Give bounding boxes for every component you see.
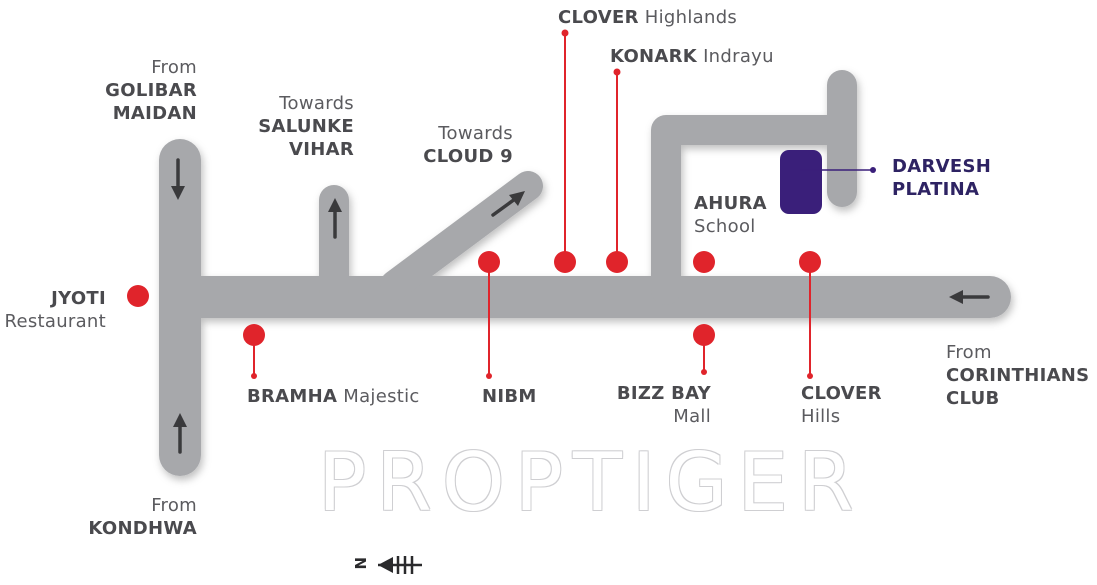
label-clover-highlands: CLOVER Highlands xyxy=(558,6,737,29)
marker-bizz-bay-end xyxy=(701,369,707,375)
clover-highlands-bold: CLOVER xyxy=(558,7,639,28)
marker-bramha xyxy=(243,324,265,346)
road-network xyxy=(159,70,1011,476)
landmark-leaders xyxy=(253,33,811,376)
clover-hills-rest: Hills xyxy=(801,406,841,427)
arrow-down-icon xyxy=(171,158,185,200)
salunke-prefix: Towards xyxy=(279,93,354,114)
arrow-up-icon xyxy=(328,198,342,239)
marker-nibm-end xyxy=(486,373,492,379)
label-kondhwa: From KONDHWA xyxy=(70,494,197,540)
bizz-bay-bold: BIZZ BAY xyxy=(616,383,711,404)
label-salunke-vihar: Towards SALUNKE VIHAR xyxy=(250,92,354,161)
label-clover-hills: CLOVER Hills xyxy=(801,382,882,428)
kondhwa-name: KONDHWA xyxy=(88,518,197,539)
golibar-prefix: From xyxy=(151,57,197,78)
cloud9-prefix: Towards xyxy=(438,123,513,144)
marker-ahura xyxy=(693,251,715,273)
arrow-up-right-icon xyxy=(491,191,525,217)
label-bizz-bay-mall: BIZZ BAY Mall xyxy=(600,382,711,428)
jyoti-rest: Restaurant xyxy=(4,311,106,332)
marker-clover-hills xyxy=(799,251,821,273)
marker-clover-highlands xyxy=(554,251,576,273)
label-darvesh-platina: DARVESH PLATINA xyxy=(892,155,991,201)
salunke-name-2: VIHAR xyxy=(289,139,354,160)
nibm-bold: NIBM xyxy=(482,386,537,407)
north-compass xyxy=(378,556,422,574)
label-konark-indrayu: KONARK Indrayu xyxy=(610,45,774,68)
label-ahura-school: AHURA School xyxy=(694,192,767,238)
landmark-markers xyxy=(127,29,821,379)
darvesh-name-2: PLATINA xyxy=(892,179,980,200)
compass-north-letter: N xyxy=(351,557,369,570)
bizz-bay-rest: Mall xyxy=(673,406,711,427)
darvesh-road xyxy=(651,115,857,305)
marker-bizz-bay xyxy=(693,324,715,346)
marker-clover-highlands-top xyxy=(561,29,569,37)
destination-darvesh-platina xyxy=(780,150,876,214)
corinthians-name-1: CORINTHIANS xyxy=(946,365,1090,386)
clover-hills-bold: CLOVER xyxy=(801,383,882,404)
label-corinthians-club: From CORINTHIANS CLUB xyxy=(946,341,1089,410)
cloud9-name: CLOUD 9 xyxy=(423,146,513,167)
kondhwa-prefix: From xyxy=(151,495,197,516)
destination-building xyxy=(780,150,822,214)
corinthians-name-2: CLUB xyxy=(946,388,1000,409)
label-bramha-majestic: BRAMHA Majestic xyxy=(247,385,420,408)
salunke-name-1: SALUNKE xyxy=(258,116,354,137)
label-golibar-maidan: From GOLIBAR MAIDAN xyxy=(100,56,197,125)
bramha-rest: Majestic xyxy=(343,386,420,407)
road-arrows xyxy=(171,158,990,454)
marker-konark-top xyxy=(613,68,621,76)
label-cloud-9: Towards CLOUD 9 xyxy=(410,122,513,168)
label-jyoti-restaurant: JYOTI Restaurant xyxy=(0,287,106,333)
konark-rest: Indrayu xyxy=(703,46,774,67)
ahura-bold: AHURA xyxy=(694,193,767,214)
arrow-left-icon xyxy=(949,290,990,304)
darvesh-name-1: DARVESH xyxy=(892,156,992,177)
marker-konark xyxy=(606,251,628,273)
golibar-name-2: MAIDAN xyxy=(112,103,197,124)
label-nibm: NIBM xyxy=(482,385,537,408)
marker-jyoti xyxy=(127,285,149,307)
clover-highlands-rest: Highlands xyxy=(644,7,738,28)
bramha-bold: BRAMHA xyxy=(247,386,338,407)
marker-nibm xyxy=(478,251,500,273)
marker-clover-hills-end xyxy=(807,373,813,379)
golibar-name-1: GOLIBAR xyxy=(105,80,197,101)
konark-bold: KONARK xyxy=(610,46,698,67)
corinthians-prefix: From xyxy=(946,342,992,363)
jyoti-bold: JYOTI xyxy=(51,288,106,309)
cloud9-road xyxy=(380,171,543,300)
proptiger-watermark: PROPTIGER xyxy=(318,436,864,529)
arrow-up-icon xyxy=(173,413,187,454)
ahura-rest: School xyxy=(694,216,756,237)
marker-bramha-end xyxy=(251,373,257,379)
